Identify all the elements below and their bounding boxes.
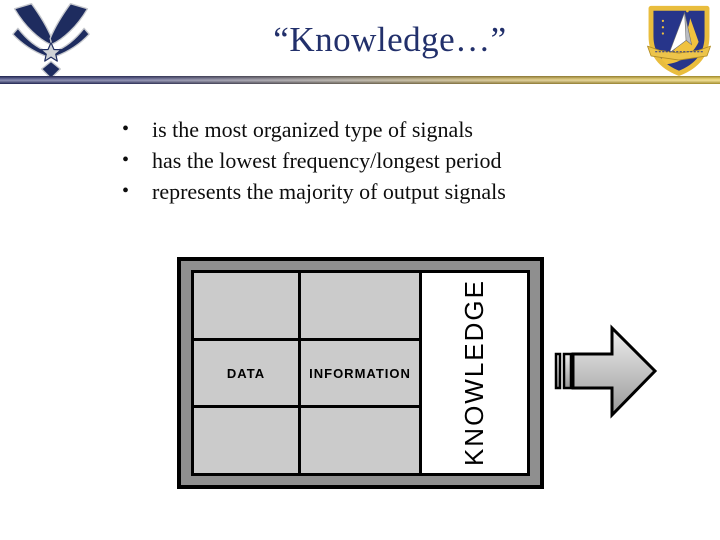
- knowledge-column: KNOWLEDGE: [422, 273, 527, 473]
- usaf-wings-logo-icon: [12, 3, 90, 79]
- aetc-shield-logo-icon: [647, 5, 711, 76]
- bullet-list: is the most organized type of signals ha…: [116, 114, 636, 207]
- bullet-item: has the lowest frequency/longest period: [116, 145, 636, 176]
- data-column: DATA: [194, 273, 301, 474]
- knowledge-label: KNOWLEDGE: [459, 279, 489, 467]
- information-cell-middle: INFORMATION: [301, 340, 419, 409]
- data-cell-bottom: [194, 408, 298, 474]
- dikw-diagram-grid: DATA INFORMATION KNOWLEDGE: [191, 270, 530, 476]
- striped-right-arrow-icon: [554, 324, 658, 419]
- title-divider-bar: [0, 76, 720, 84]
- data-label: DATA: [226, 365, 266, 381]
- bullet-item: is the most organized type of signals: [116, 114, 636, 145]
- bullet-item: represents the majority of output signal…: [116, 176, 636, 207]
- information-column: INFORMATION: [301, 273, 422, 474]
- information-cell-bottom: [301, 408, 419, 474]
- dikw-diagram: DATA INFORMATION KNOWLEDGE: [177, 257, 544, 489]
- data-cell-middle: DATA: [194, 340, 298, 409]
- information-cell-top: [301, 273, 419, 341]
- slide-title: “Knowledge…”: [273, 20, 507, 59]
- information-label: INFORMATION: [309, 365, 411, 381]
- data-cell-top: [194, 273, 298, 341]
